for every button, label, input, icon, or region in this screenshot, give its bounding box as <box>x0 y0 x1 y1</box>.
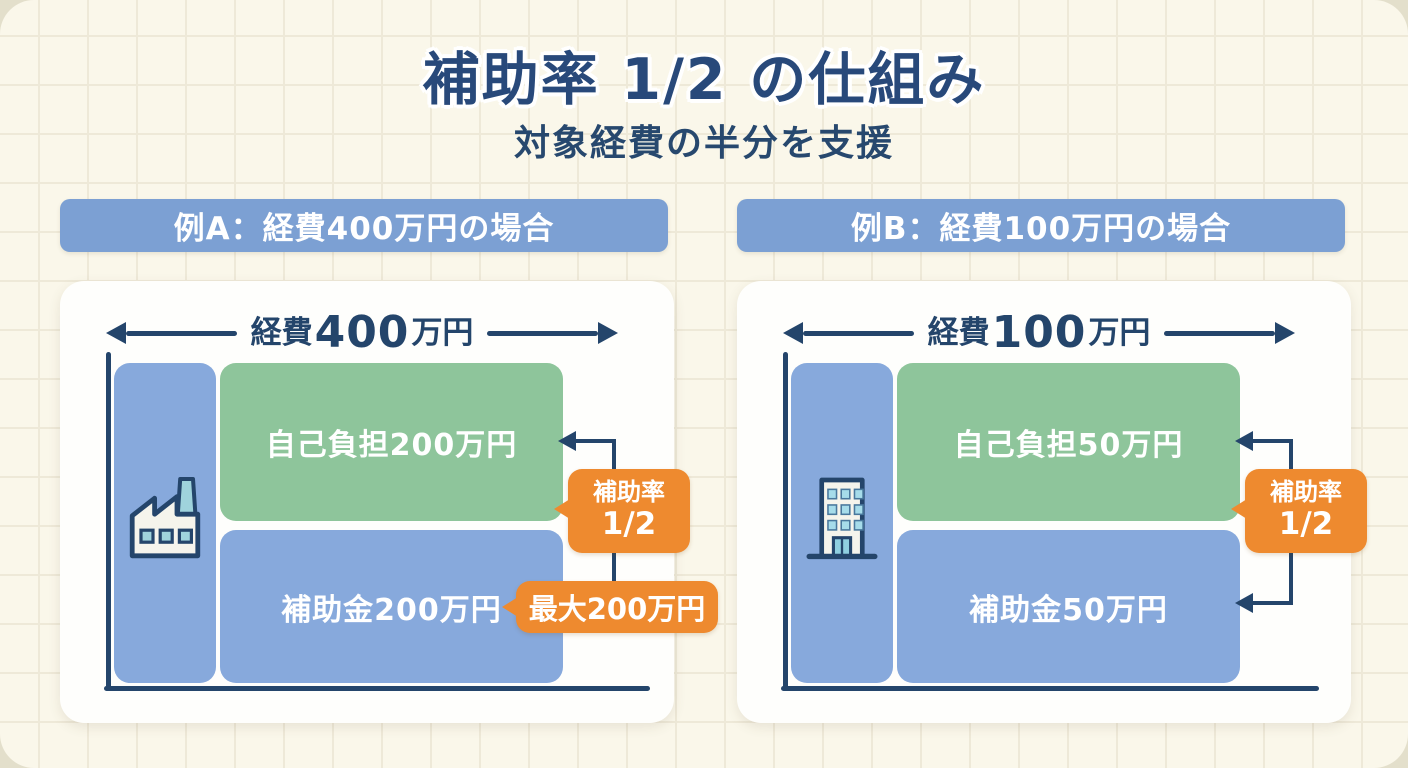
self-pay-label: 自己負担50万円 <box>953 428 1184 463</box>
badge-tail-icon <box>554 499 570 519</box>
rate-badge-text: 補助率 <box>593 478 665 507</box>
arrow-left-icon <box>106 322 126 344</box>
expense-prefix: 経費 <box>250 314 313 351</box>
axis-vertical <box>783 352 788 691</box>
expense-suffix: 万円 <box>1088 314 1151 351</box>
page-subtitle: 対象経費の半分を支援 <box>513 123 894 164</box>
axis-horizontal <box>104 686 650 691</box>
expense-prefix: 経費 <box>927 314 990 351</box>
subsidy-label: 補助金200万円 <box>281 592 502 628</box>
axis-horizontal <box>781 686 1319 691</box>
badge-tail-icon <box>502 597 518 617</box>
bracket-line <box>1251 439 1293 443</box>
bracket-arrowhead-icon <box>1235 593 1253 613</box>
bracket-arrowhead-icon <box>1235 431 1253 451</box>
self-pay-box: 自己負担50万円 <box>897 363 1240 521</box>
building-icon <box>803 471 881 567</box>
axis-vertical <box>106 352 111 691</box>
company-bar <box>114 363 216 683</box>
company-bar <box>791 363 893 683</box>
subsidy-rate-badge: 補助率 1/2 <box>554 469 690 553</box>
arrow-right-icon <box>598 322 619 344</box>
arrow-right-icon <box>1275 322 1296 344</box>
arrow-left-icon <box>783 322 803 344</box>
max-amount-badge: 最大200万円 <box>502 581 718 633</box>
example-a-header: 例A：経費400万円の場合 <box>60 199 668 252</box>
page-title: 補助率 1/2 の仕組み <box>422 47 986 113</box>
bracket-line <box>574 439 616 443</box>
factory-icon <box>121 471 209 567</box>
bracket-line <box>1251 601 1293 605</box>
subsidy-label: 補助金50万円 <box>969 592 1168 628</box>
subsidy-box: 補助金50万円 <box>897 530 1240 683</box>
expense-value: 400 <box>314 307 410 358</box>
bracket-arrowhead-icon <box>558 431 576 451</box>
rate-badge-fraction: 1/2 <box>601 505 657 542</box>
arrow-line <box>126 330 237 336</box>
arrow-line <box>803 330 914 336</box>
subsidy-rate-badge: 補助率 1/2 <box>1231 469 1367 553</box>
rate-badge-fraction: 1/2 <box>1278 505 1334 542</box>
max-amount-label: 最大200万円 <box>528 592 706 626</box>
arrow-line <box>487 330 599 336</box>
expense-suffix: 万円 <box>411 314 474 351</box>
arrow-line <box>1164 330 1276 336</box>
self-pay-box: 自己負担200万円 <box>220 363 563 521</box>
example-b-header: 例B：経費100万円の場合 <box>737 199 1345 252</box>
badge-tail-icon <box>1231 499 1247 519</box>
expense-value: 100 <box>991 307 1087 358</box>
rate-badge-text: 補助率 <box>1270 478 1342 507</box>
self-pay-label: 自己負担200万円 <box>265 428 518 463</box>
